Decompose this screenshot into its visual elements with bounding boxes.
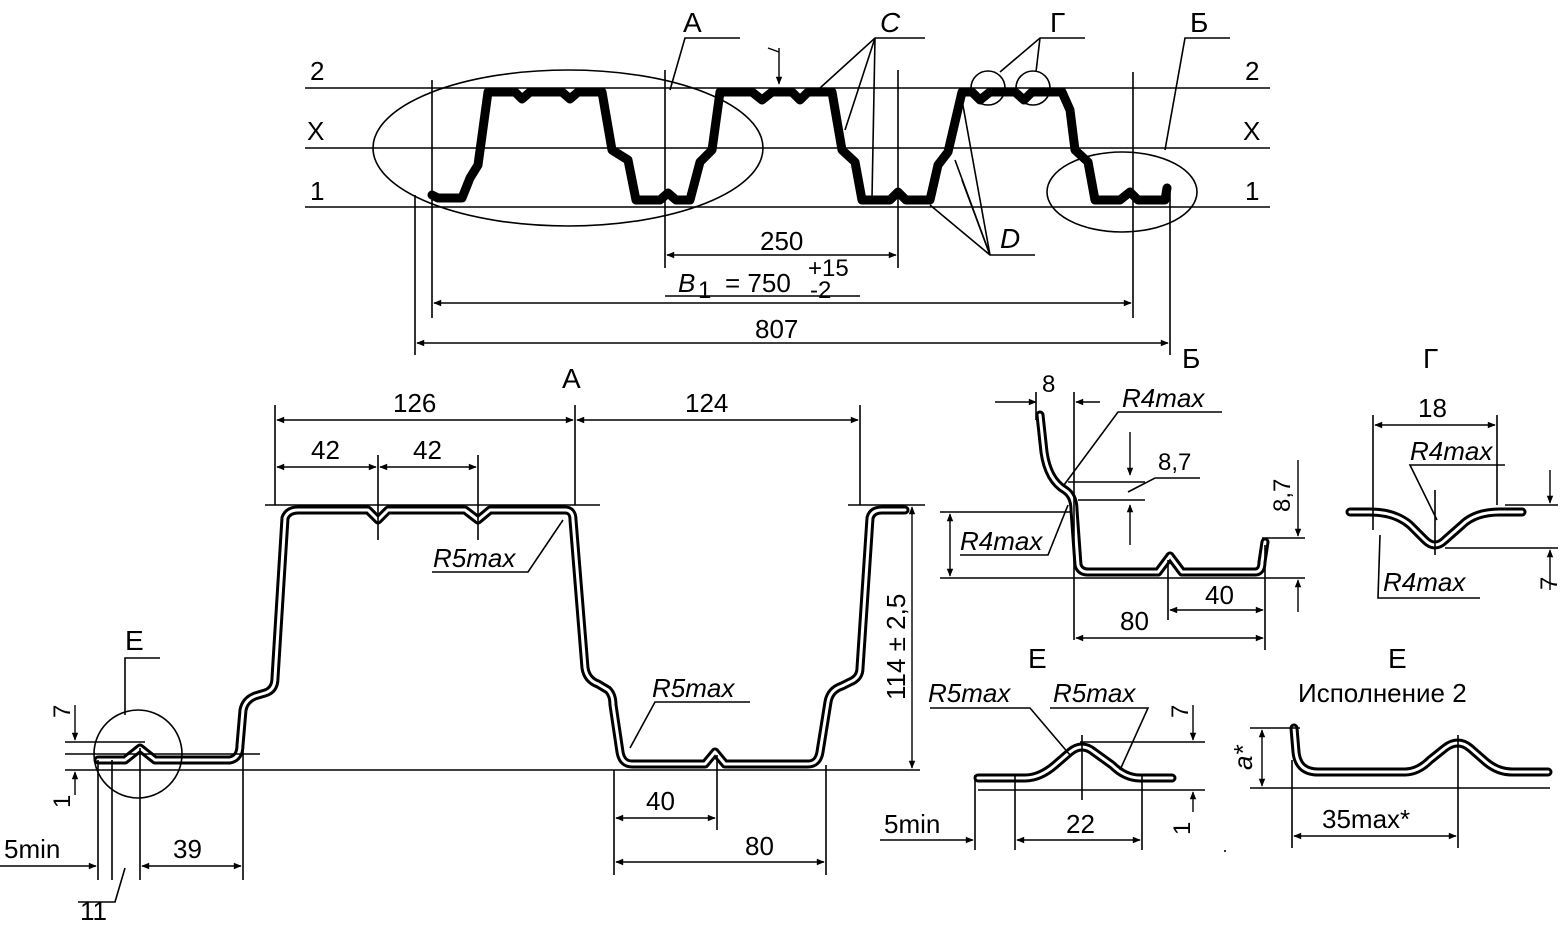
- dim-text-807: 807: [755, 314, 798, 344]
- r4-g-bot-label: R4max: [1383, 567, 1466, 597]
- dim-text-18: 18: [1418, 393, 1447, 423]
- leader-r5-top: [432, 519, 564, 573]
- view-E-title: E: [1028, 643, 1047, 674]
- view-B-title: Б: [1182, 343, 1200, 374]
- dim-text-124: 124: [685, 388, 728, 418]
- view-E-section: E R5max R5max 7 1 5min 22: [880, 643, 1205, 850]
- view-G-title: Г: [1423, 343, 1438, 374]
- label-lineX-right: X: [1243, 116, 1260, 146]
- dim-text-87b: 8,7: [1269, 479, 1296, 512]
- view-E2-subtitle: Исполнение 2: [1298, 678, 1467, 708]
- view-E-profile: [973, 742, 1177, 783]
- b1-symbol: B: [678, 268, 695, 298]
- dim-text-80-b: 80: [1120, 606, 1149, 636]
- view-A-callout-E: [93, 709, 183, 799]
- leader-11: [78, 867, 126, 903]
- dim-text-5min: 5min: [4, 834, 60, 864]
- thickness-tick: [767, 47, 780, 53]
- leader-r5-e-left: [930, 707, 1071, 756]
- r5-e-left-label: R5max: [928, 678, 1011, 708]
- label-A: А: [683, 7, 702, 38]
- leader-87a: [1127, 477, 1200, 493]
- view-A-label-E: E: [125, 625, 144, 656]
- dim-text-5min-e: 5min: [884, 809, 940, 839]
- label-lineX-left: X: [307, 116, 324, 146]
- view-G-section: Г 18 R4max R4max 7: [1345, 343, 1563, 599]
- leader-r5-bottom: [629, 701, 750, 749]
- view-E2-section: E Исполнение 2 a* 35max*: [1224, 643, 1553, 852]
- label-G: Г: [1050, 7, 1065, 38]
- dim-text-40: 40: [646, 786, 675, 816]
- leader-A: [669, 37, 740, 91]
- dim-text-42a: 42: [311, 435, 340, 465]
- view-A-leader-E: [124, 657, 160, 715]
- dim-text-8: 8: [1042, 371, 1055, 398]
- leader-B: [1164, 37, 1230, 151]
- label-line1-left: 1: [310, 176, 324, 206]
- dim-text-126: 126: [393, 388, 436, 418]
- dim-text-1: 1: [49, 795, 76, 808]
- leader-r5-e-right: [1050, 707, 1150, 771]
- view-E2-title: E: [1388, 643, 1407, 674]
- dim-text-7: 7: [49, 705, 76, 718]
- dim-text-40-b: 40: [1205, 580, 1234, 610]
- label-D: D: [1000, 223, 1020, 254]
- r4-top-label: R4max: [1122, 383, 1205, 413]
- dim-text-height: 114 ± 2,5: [881, 594, 911, 700]
- callout-circle-G2: [1015, 70, 1051, 106]
- b1-tolerance-plus: +15: [808, 255, 849, 282]
- label-B: Б: [1190, 7, 1208, 38]
- b1-tolerance-minus: -2: [810, 277, 831, 304]
- view-B-section: Б 8 R4max 8,7 R4max 8,7 40 80: [940, 343, 1305, 650]
- leader-C3: [871, 37, 876, 199]
- dim-text-1-e: 1: [1169, 822, 1196, 835]
- leader-r4-left: [960, 504, 1069, 556]
- leader-r4-top: [1063, 411, 1222, 486]
- r4-left-label: R4max: [960, 526, 1043, 556]
- view-A-title: А: [562, 363, 581, 394]
- callout-ellipse-B: [1046, 151, 1198, 233]
- dim-text-7-g: 7: [1536, 577, 1563, 590]
- leader-G2: [1035, 37, 1041, 73]
- label-line2-left: 2: [310, 56, 324, 86]
- dim-text-a: a*: [1228, 745, 1258, 770]
- callout-circle-G1: [970, 70, 1006, 106]
- r5-top-text: R5max: [433, 543, 516, 573]
- dim-text-87a: 8,7: [1158, 449, 1191, 476]
- leader-D4: [961, 179, 991, 256]
- dim-text-80: 80: [745, 831, 774, 861]
- view-E2-profile: [1289, 723, 1553, 777]
- view-E2-profile-inner: [1292, 726, 1550, 774]
- dim-text-250: 250: [760, 226, 803, 256]
- view-A-section: А E 126 124 42 42 R5max R5max: [0, 363, 925, 926]
- dim-text-42b: 42: [413, 435, 442, 465]
- view-B-profile-inner: [1038, 413, 1267, 574]
- overview-section: А С Г Б D 2 2 X X 1 1 250 B 1 = 750 +15 …: [305, 7, 1270, 355]
- r4-g-top-label: R4max: [1410, 436, 1493, 466]
- b1-value: = 750: [725, 268, 791, 298]
- label-C: С: [880, 7, 901, 38]
- dim-text-7-e: 7: [1167, 705, 1194, 718]
- dim-text-22: 22: [1066, 809, 1095, 839]
- leader-D3: [961, 99, 991, 256]
- label-line1-right: 1: [1245, 176, 1259, 206]
- r5-bottom-label: R5max: [652, 673, 735, 703]
- dim-text-11: 11: [80, 896, 107, 926]
- leader-r4-g-bot: [1377, 534, 1480, 599]
- b1-subscript: 1: [698, 277, 711, 304]
- overview-profile: [427, 87, 1172, 205]
- r5-top-label: R5max: [433, 543, 516, 573]
- leader-r4-g-top: [1408, 464, 1505, 521]
- label-line2-right: 2: [1245, 56, 1259, 86]
- dim-text-35: 35max*: [1322, 804, 1410, 834]
- view-A-profile-inner: [96, 508, 907, 766]
- dim-text-39: 39: [173, 834, 202, 864]
- leader-C2: [844, 37, 876, 131]
- r5-e-right-label: R5max: [1053, 678, 1136, 708]
- leader-G: [999, 37, 1085, 73]
- callout-ellipse-A: [372, 69, 764, 227]
